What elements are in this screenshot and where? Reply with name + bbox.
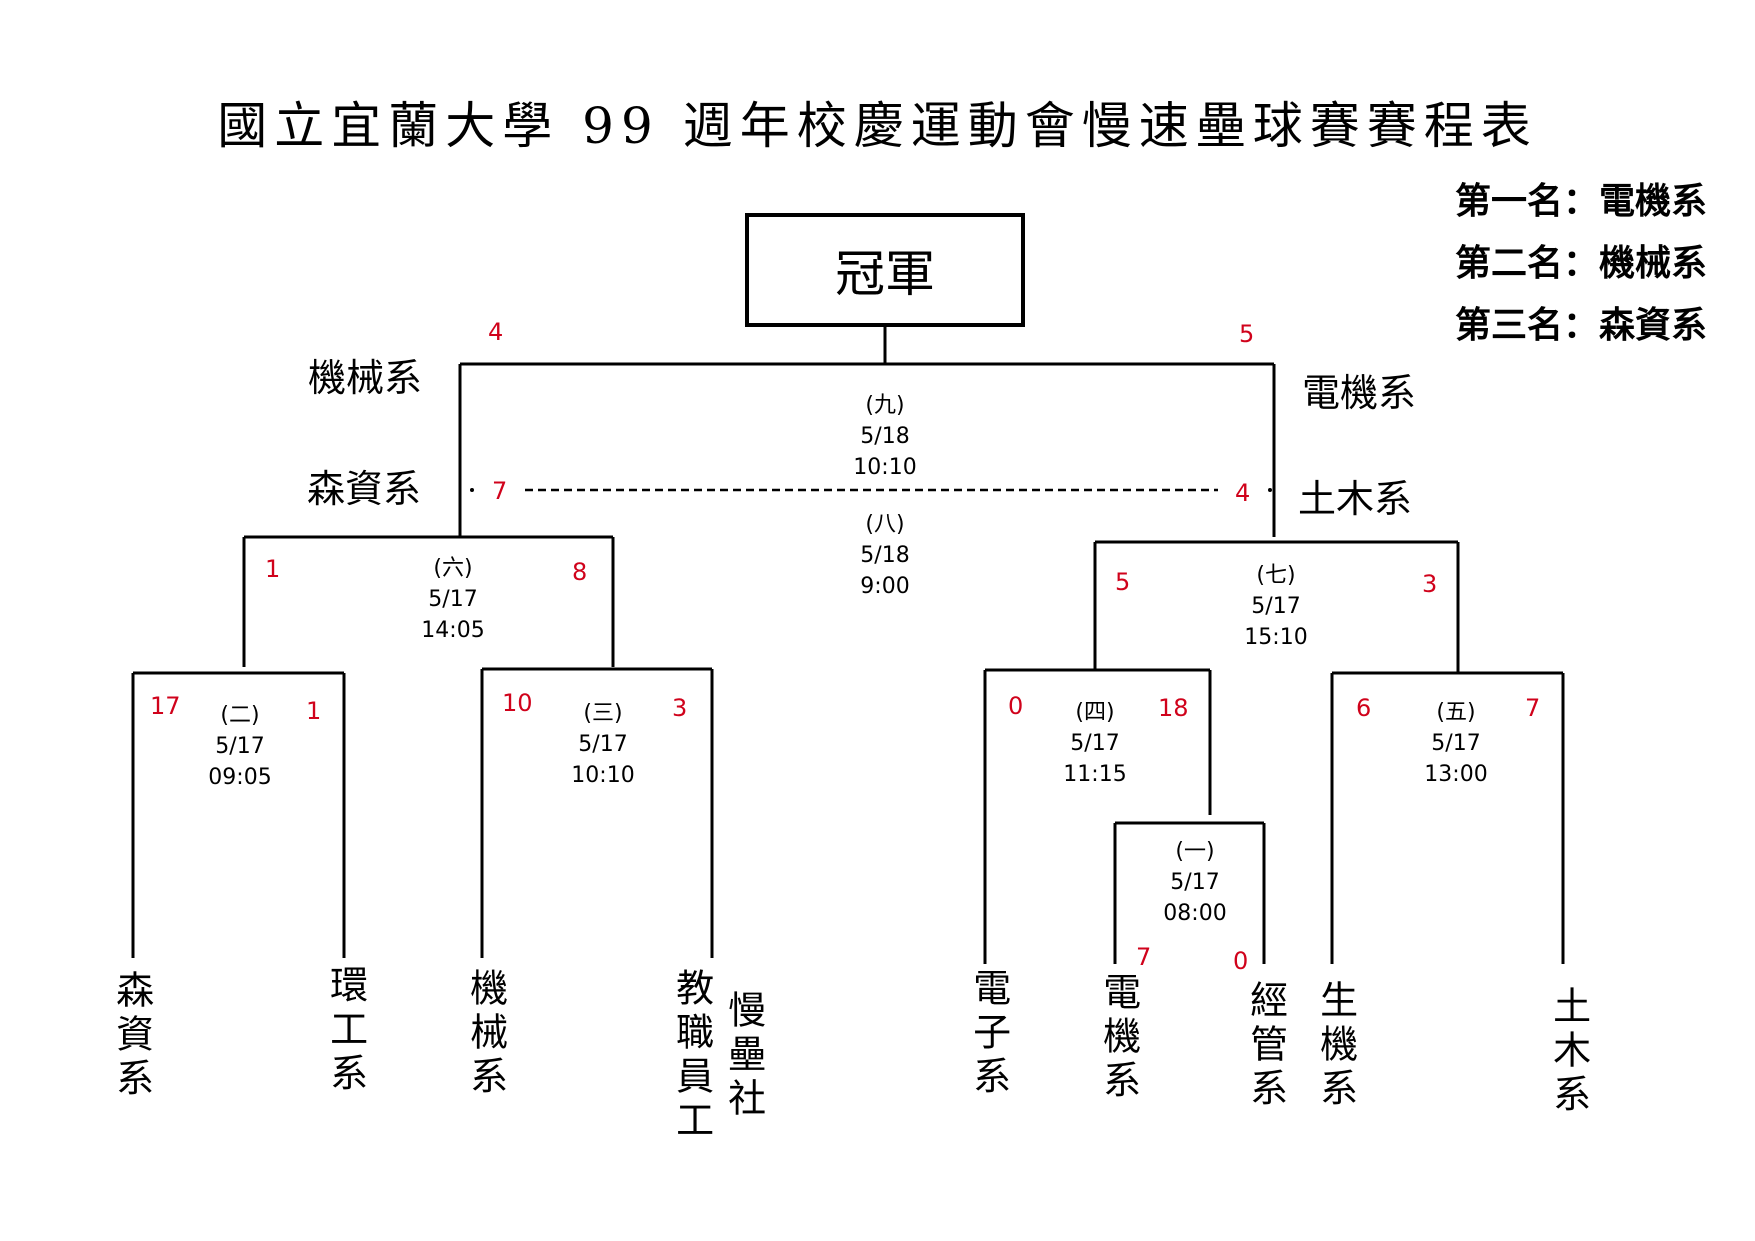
score: 7 bbox=[1525, 694, 1541, 722]
game-time: 14:05 bbox=[421, 618, 485, 643]
score: 7 bbox=[1136, 943, 1152, 971]
game-date: 5/17 bbox=[1251, 594, 1301, 619]
game-number: (四) bbox=[1075, 700, 1115, 725]
score: 7 bbox=[492, 477, 508, 505]
score: 4 bbox=[1235, 479, 1251, 507]
right-finalist-label: 電機系 bbox=[1302, 371, 1417, 415]
score: 3 bbox=[672, 694, 688, 722]
team-label: 機械系 bbox=[463, 968, 508, 1100]
score: 0 bbox=[1008, 692, 1024, 720]
game-time: 10:10 bbox=[571, 763, 635, 788]
right-third-place-label: 土木系 bbox=[1298, 477, 1413, 521]
game-5-info: (五) 5/17 13:00 bbox=[1381, 697, 1531, 790]
score: 17 bbox=[150, 692, 181, 720]
game-1-info: (一) 5/17 08:00 bbox=[1120, 836, 1270, 929]
game-6-info: (六) 5/17 14:05 bbox=[378, 553, 528, 646]
game-date: 5/17 bbox=[1070, 731, 1120, 756]
game-time: 11:15 bbox=[1063, 762, 1127, 787]
score: 6 bbox=[1356, 694, 1372, 722]
team-label: 慢壘社 bbox=[721, 990, 766, 1122]
team-label: 環工系 bbox=[323, 965, 368, 1097]
team-label: 森資系 bbox=[109, 970, 154, 1102]
score: 18 bbox=[1158, 694, 1189, 722]
game-number: (九) bbox=[865, 393, 905, 418]
game-time: 9:00 bbox=[860, 574, 910, 599]
champion-box: 冠軍 bbox=[745, 213, 1025, 327]
game-number: (八) bbox=[865, 512, 905, 537]
bracket-dot bbox=[470, 488, 474, 492]
left-third-place-label: 森資系 bbox=[307, 467, 422, 511]
game-date: 5/17 bbox=[1170, 870, 1220, 895]
game-4-info: (四) 5/17 11:15 bbox=[1020, 697, 1170, 790]
score: 5 bbox=[1239, 320, 1255, 348]
team-label: 電機系 bbox=[1096, 972, 1141, 1104]
bracket-dot bbox=[1268, 488, 1272, 492]
game-number: (六) bbox=[433, 556, 473, 581]
game-number: (三) bbox=[583, 701, 623, 726]
game-time: 08:00 bbox=[1163, 901, 1227, 926]
game-date: 5/17 bbox=[428, 587, 478, 612]
game-7-info: (七) 5/17 15:10 bbox=[1201, 560, 1351, 653]
game-number: (七) bbox=[1256, 563, 1296, 588]
game-date: 5/17 bbox=[1431, 731, 1481, 756]
score: 1 bbox=[306, 697, 322, 725]
score: 3 bbox=[1422, 570, 1438, 598]
score: 0 bbox=[1233, 947, 1249, 975]
team-label: 生機系 bbox=[1313, 980, 1358, 1112]
ranking-first: 第一名：電機系 bbox=[1455, 181, 1708, 222]
game-date: 5/18 bbox=[860, 424, 910, 449]
ranking-third: 第三名：森資系 bbox=[1455, 305, 1708, 346]
game-2-info: (二) 5/17 09:05 bbox=[165, 700, 315, 793]
game-time: 10:10 bbox=[853, 455, 917, 480]
ranking-second: 第二名：機械系 bbox=[1455, 243, 1708, 284]
game-time: 13:00 bbox=[1424, 762, 1488, 787]
score: 1 bbox=[265, 555, 281, 583]
game-number: (五) bbox=[1436, 700, 1476, 725]
page-title: 國立宜蘭大學 99 週年校慶運動會慢速壘球賽賽程表 bbox=[217, 97, 1538, 155]
left-finalist-label: 機械系 bbox=[308, 356, 423, 400]
score: 8 bbox=[572, 558, 588, 586]
game-date: 5/17 bbox=[215, 734, 265, 759]
game-time: 09:05 bbox=[208, 765, 272, 790]
team-label: 教職員工 bbox=[669, 968, 714, 1144]
champion-label: 冠軍 bbox=[835, 245, 935, 303]
game-date: 5/17 bbox=[578, 732, 628, 757]
game-date: 5/18 bbox=[860, 543, 910, 568]
team-label: 經管系 bbox=[1243, 980, 1288, 1112]
team-label: 電子系 bbox=[966, 968, 1011, 1100]
team-label: 土木系 bbox=[1546, 986, 1591, 1118]
game-number: (二) bbox=[220, 703, 260, 728]
game-8-info: (八) 5/18 9:00 bbox=[810, 509, 960, 602]
score: 5 bbox=[1115, 568, 1131, 596]
game-3-info: (三) 5/17 10:10 bbox=[528, 698, 678, 791]
game-number: (一) bbox=[1175, 839, 1215, 864]
game-9-info: (九) 5/18 10:10 bbox=[810, 390, 960, 483]
score: 10 bbox=[502, 689, 533, 717]
score: 4 bbox=[488, 318, 504, 346]
game-time: 15:10 bbox=[1244, 625, 1308, 650]
